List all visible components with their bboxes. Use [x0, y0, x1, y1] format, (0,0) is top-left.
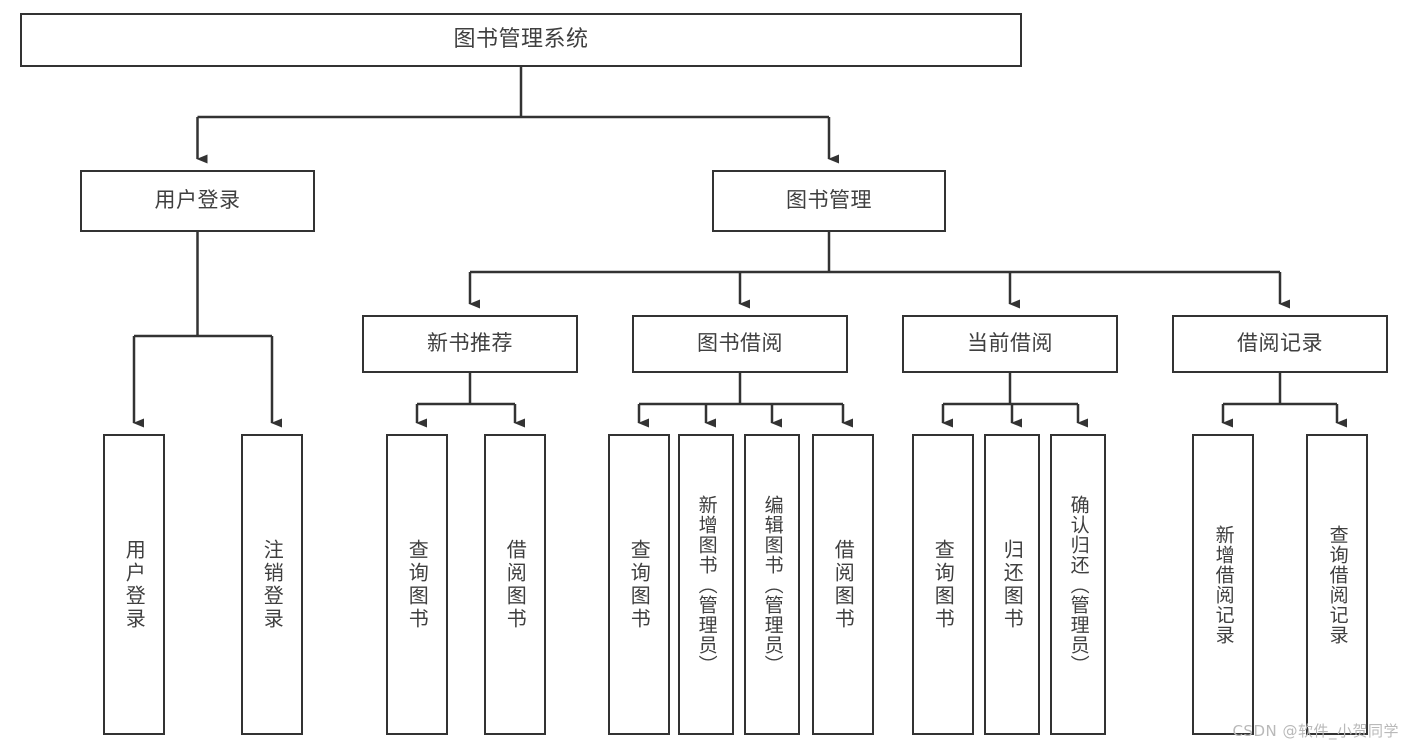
- node-current[interactable]: 当前借阅: [902, 315, 1118, 373]
- node-login-b[interactable]: 注销登录: [241, 434, 303, 735]
- node-login[interactable]: 用户登录: [80, 170, 315, 232]
- node-label: 借阅图书: [503, 538, 528, 631]
- node-label: 注销登录: [260, 538, 285, 631]
- node-newbook-b[interactable]: 借阅图书: [484, 434, 546, 735]
- node-label: 查询借阅记录: [1326, 524, 1349, 645]
- node-label: 用户登录: [154, 188, 241, 213]
- node-label: 用户登录: [122, 538, 147, 631]
- node-borrow[interactable]: 图书借阅: [632, 315, 848, 373]
- node-current-b[interactable]: 归还图书: [984, 434, 1040, 735]
- node-label: 借阅记录: [1237, 331, 1323, 356]
- node-label: 编辑图书（管理员）: [761, 494, 784, 675]
- node-label: 查询图书: [931, 538, 956, 631]
- node-label: 当前借阅: [967, 331, 1053, 356]
- node-login-a[interactable]: 用户登录: [103, 434, 165, 735]
- node-borrow-b[interactable]: 新增图书（管理员）: [678, 434, 734, 735]
- node-records[interactable]: 借阅记录: [1172, 315, 1388, 373]
- node-borrow-a[interactable]: 查询图书: [608, 434, 670, 735]
- csdn-watermark: CSDN @软件_小贺同学: [1232, 722, 1399, 740]
- node-label: 借阅图书: [831, 538, 856, 631]
- node-label: 新增借阅记录: [1212, 524, 1235, 645]
- node-label: 确认归还（管理员）: [1067, 494, 1090, 675]
- node-records-b[interactable]: 查询借阅记录: [1306, 434, 1368, 735]
- node-label: 归还图书: [1000, 538, 1025, 631]
- node-records-a[interactable]: 新增借阅记录: [1192, 434, 1254, 735]
- node-bookmgmt[interactable]: 图书管理: [712, 170, 946, 232]
- node-label: 新增图书（管理员）: [695, 494, 718, 675]
- node-label: 新书推荐: [427, 331, 513, 356]
- node-borrow-d[interactable]: 借阅图书: [812, 434, 874, 735]
- node-label: 图书管理系统: [453, 26, 589, 52]
- node-newbook[interactable]: 新书推荐: [362, 315, 578, 373]
- node-borrow-c[interactable]: 编辑图书（管理员）: [744, 434, 800, 735]
- node-root[interactable]: 图书管理系统: [20, 13, 1022, 67]
- node-newbook-a[interactable]: 查询图书: [386, 434, 448, 735]
- node-label: 查询图书: [627, 538, 652, 631]
- node-label: 图书借阅: [697, 331, 783, 356]
- node-label: 图书管理: [786, 188, 872, 213]
- node-current-c[interactable]: 确认归还（管理员）: [1050, 434, 1106, 735]
- node-current-a[interactable]: 查询图书: [912, 434, 974, 735]
- node-label: 查询图书: [405, 538, 430, 631]
